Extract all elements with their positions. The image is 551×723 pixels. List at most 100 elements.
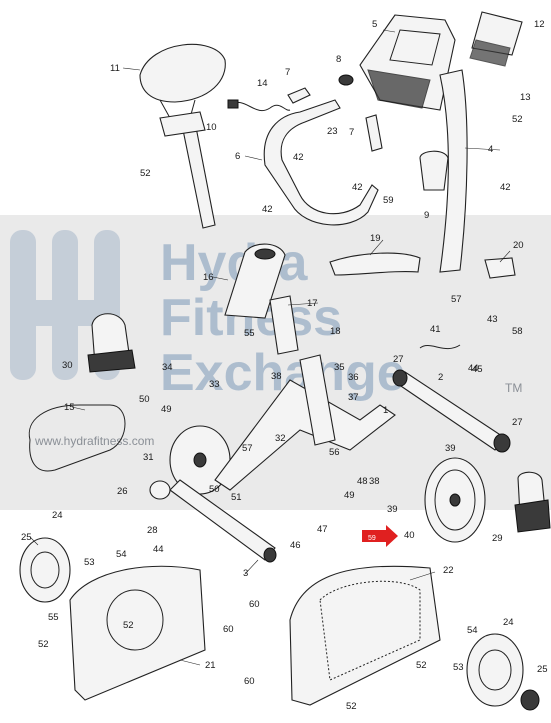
drive-belt xyxy=(28,404,126,472)
part-label: 19 xyxy=(370,233,381,244)
part-label: 48 xyxy=(357,476,368,487)
part-label: 24 xyxy=(52,510,63,521)
pedal-left xyxy=(87,313,136,373)
part-label: 41 xyxy=(430,324,441,335)
part-label: 51 xyxy=(231,492,242,503)
part-label: 22 xyxy=(443,565,454,576)
part-label: 59 xyxy=(383,195,394,206)
part-label: 50 xyxy=(139,394,150,405)
part-label: 44 xyxy=(153,544,164,555)
flywheel xyxy=(424,457,486,543)
part-label: 6 xyxy=(235,151,240,162)
part-label: 38 xyxy=(271,371,282,382)
part-label: 24 xyxy=(503,617,514,628)
part-label: 45 xyxy=(472,364,483,375)
part-label: 60 xyxy=(249,599,260,610)
part-label: 9 xyxy=(424,210,429,221)
highlight-label: 59 xyxy=(368,535,376,542)
part-label: 16 xyxy=(203,272,214,283)
part-label: 49 xyxy=(344,490,355,501)
part-label: 60 xyxy=(244,676,255,687)
wire-harness xyxy=(227,99,291,111)
seat-tube xyxy=(269,295,299,355)
part-label: 47 xyxy=(317,524,328,535)
crank-disc-right xyxy=(466,633,524,707)
part-label: 26 xyxy=(117,486,128,497)
part-label: 54 xyxy=(116,549,127,560)
part-label: 52 xyxy=(38,639,49,650)
part-label: 42 xyxy=(500,182,511,193)
watermark-logo xyxy=(10,230,120,380)
part-label: 52 xyxy=(140,168,151,179)
part-label: 52 xyxy=(123,620,134,631)
right-shield xyxy=(289,565,441,706)
seat-post xyxy=(159,111,216,229)
part-label: 21 xyxy=(205,660,216,671)
part-label: 7 xyxy=(349,127,354,138)
part-label: 53 xyxy=(453,662,464,673)
part-label: 37 xyxy=(348,392,359,403)
tablet-holder xyxy=(469,11,523,67)
part-label: 30 xyxy=(62,360,73,371)
part-label: 55 xyxy=(244,328,255,339)
handlebar-grip xyxy=(287,87,311,104)
part-label: 15 xyxy=(64,402,75,413)
part-label: 36 xyxy=(348,372,359,383)
part-label: 23 xyxy=(327,126,338,137)
part-label: 55 xyxy=(48,612,59,623)
clip xyxy=(419,344,461,350)
part-label: 18 xyxy=(330,326,341,337)
part-label: 49 xyxy=(161,404,172,415)
bottle-holder xyxy=(419,150,449,191)
part-label: 32 xyxy=(275,433,286,444)
part-label: 11 xyxy=(110,63,120,74)
part-label: 44 xyxy=(468,363,479,374)
callout-labels: 1 2 3 4 5 6 7 7 8 9 10 11 12 13 14 15 16… xyxy=(21,19,548,712)
part-label: 40 xyxy=(404,530,415,541)
tension-knob xyxy=(338,74,354,86)
handlebar xyxy=(263,99,379,226)
roller xyxy=(149,480,171,500)
part-label: 33 xyxy=(209,379,220,390)
part-label: 52 xyxy=(346,701,357,712)
part-label: 56 xyxy=(329,447,340,458)
part-label: 5 xyxy=(372,19,377,30)
part-label: 53 xyxy=(84,557,95,568)
part-label: 29 xyxy=(492,533,503,544)
pulley xyxy=(169,425,231,495)
front-stabilizer xyxy=(392,369,511,453)
watermark-trademark: TM xyxy=(505,381,522,395)
leader-lines xyxy=(29,29,511,666)
part-label: 58 xyxy=(512,326,523,337)
part-label: 27 xyxy=(393,354,404,365)
level-bracket xyxy=(484,257,516,279)
part-label: 60 xyxy=(223,624,234,635)
crank-cap xyxy=(520,689,540,711)
part-label: 25 xyxy=(21,532,32,543)
part-label: 52 xyxy=(416,660,427,671)
seat xyxy=(139,43,226,119)
part-label: 20 xyxy=(513,240,524,251)
rear-stabilizer xyxy=(169,479,277,563)
part-label: 1 xyxy=(383,405,388,416)
part-label: 34 xyxy=(162,362,173,373)
part-label: 35 xyxy=(334,362,345,373)
part-label: 43 xyxy=(487,314,498,325)
part-label: 7 xyxy=(285,67,290,78)
left-shield xyxy=(69,565,206,701)
part-label: 8 xyxy=(336,54,341,65)
watermark-url: www.hydrafitness.com xyxy=(34,434,154,448)
upright-grip xyxy=(365,114,383,152)
part-label: 54 xyxy=(467,625,478,636)
part-label: 27 xyxy=(512,417,523,428)
main-frame xyxy=(214,354,396,491)
console xyxy=(359,14,456,111)
part-label: 14 xyxy=(257,78,268,89)
part-label: 42 xyxy=(262,204,273,215)
part-label: 38 xyxy=(369,476,380,487)
part-label: 42 xyxy=(293,152,304,163)
part-label: 12 xyxy=(534,19,545,30)
part-label: 2 xyxy=(438,372,443,383)
part-label: 25 xyxy=(537,664,548,675)
